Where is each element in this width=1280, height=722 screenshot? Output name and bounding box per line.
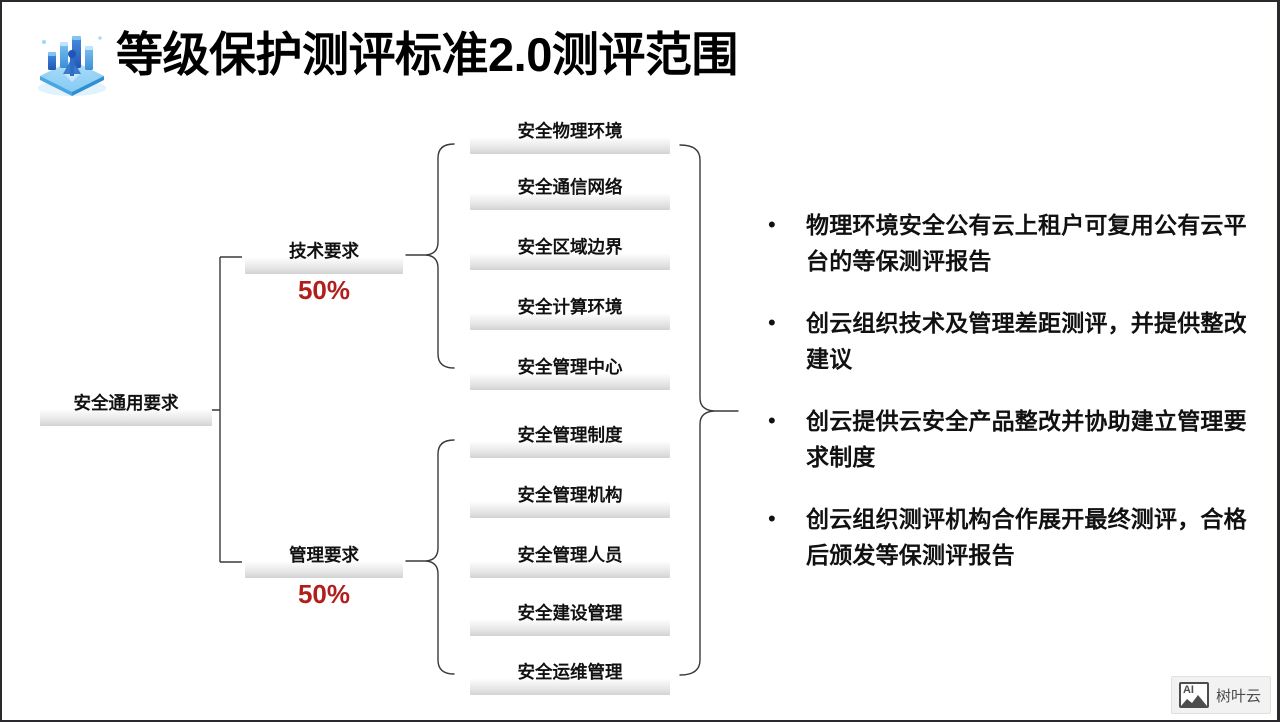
watermark: AI 树叶云: [1170, 676, 1271, 714]
node-leaf-label: 安全管理机构: [517, 485, 623, 505]
node-shelf: [470, 561, 670, 578]
bullet-marker-icon: •: [768, 408, 776, 433]
bullet-text: 创云组织测评机构合作展开最终测评，合格后颁发等保测评报告: [806, 506, 1247, 568]
node-shelf: [470, 441, 670, 458]
node-shelf: [470, 193, 670, 210]
page-title: 等级保护测评标准2.0测评范围: [116, 28, 738, 81]
bullet-text: 物理环境安全公有云上租户可复用公有云平台的等保测评报告: [806, 212, 1247, 274]
node-leaf-label: 安全物理环境: [517, 121, 623, 141]
node-leaf-label: 安全通信网络: [517, 177, 623, 197]
bullet-list: • 物理环境安全公有云上租户可复用公有云平台的等保测评报告 • 创云组织技术及管…: [764, 207, 1264, 599]
node-shelf: [470, 678, 670, 695]
node-shelf: [470, 501, 670, 518]
node-leaf-label: 安全区域边界: [517, 237, 623, 257]
node-branch-management-percent: 50%: [297, 579, 351, 609]
watermark-label: 树叶云: [1215, 687, 1261, 705]
list-item: • 创云组织技术及管理差距测评，并提供整改建议: [764, 305, 1264, 377]
node-shelf: [245, 257, 403, 274]
node-leaf-management-3[interactable]: 安全管理人员: [470, 544, 670, 578]
node-leaf-label: 安全运维管理: [517, 662, 623, 682]
node-shelf: [245, 561, 403, 578]
ai-icon-label: AI: [1182, 684, 1194, 696]
node-root[interactable]: 安全通用要求: [40, 392, 212, 426]
bullet-marker-icon: •: [768, 310, 776, 335]
node-branch-technical[interactable]: 技术要求 50%: [245, 240, 403, 305]
mindmap-diagram: 安全通用要求 技术要求 50% 管理要求 50% 安全物理环境 安全通信网络 安…: [2, 102, 782, 720]
bullet-text: 创云提供云安全产品整改并协助建立管理要求制度: [806, 408, 1247, 470]
isometric-cloud-city-icon: [28, 16, 116, 104]
node-shelf: [470, 619, 670, 636]
node-shelf: [470, 313, 670, 330]
list-item: • 创云提供云安全产品整改并协助建立管理要求制度: [764, 403, 1264, 475]
node-leaf-management-2[interactable]: 安全管理机构: [470, 484, 670, 518]
technical-brace: [405, 143, 455, 369]
node-leaf-management-1[interactable]: 安全管理制度: [470, 424, 670, 458]
node-branch-technical-label: 技术要求: [289, 241, 359, 261]
bullet-marker-icon: •: [768, 212, 776, 237]
list-item: • 物理环境安全公有云上租户可复用公有云平台的等保测评报告: [764, 207, 1264, 279]
node-branch-management-label: 管理要求: [289, 545, 359, 565]
node-leaf-technical-2[interactable]: 安全通信网络: [470, 176, 670, 210]
node-shelf: [470, 373, 670, 390]
bullet-marker-icon: •: [768, 506, 776, 531]
node-shelf: [470, 253, 670, 270]
slide-header: 等级保护测评标准2.0测评范围: [2, 2, 1277, 102]
list-item: • 创云组织测评机构合作展开最终测评，合格后颁发等保测评报告: [764, 501, 1264, 573]
node-branch-technical-percent: 50%: [297, 275, 351, 305]
node-shelf: [470, 137, 670, 154]
node-leaf-label: 安全管理中心: [517, 357, 623, 377]
node-branch-management[interactable]: 管理要求 50%: [245, 544, 403, 609]
node-leaf-technical-5[interactable]: 安全管理中心: [470, 356, 670, 390]
node-root-label: 安全通用要求: [73, 393, 179, 413]
node-leaf-technical-1[interactable]: 安全物理环境: [470, 120, 670, 154]
management-brace: [405, 439, 455, 675]
node-leaf-label: 安全建设管理: [517, 603, 623, 623]
bullet-text: 创云组织技术及管理差距测评，并提供整改建议: [806, 310, 1247, 372]
node-leaf-label: 安全计算环境: [517, 297, 623, 317]
ai-image-icon: AI: [1178, 682, 1209, 708]
node-leaf-technical-4[interactable]: 安全计算环境: [470, 296, 670, 330]
node-leaf-management-4[interactable]: 安全建设管理: [470, 602, 670, 636]
node-leaf-label: 安全管理人员: [517, 545, 623, 565]
node-leaf-management-5[interactable]: 安全运维管理: [470, 661, 670, 695]
all-items-right-brace: [679, 144, 739, 676]
node-leaf-label: 安全管理制度: [517, 425, 623, 445]
node-leaf-technical-3[interactable]: 安全区域边界: [470, 236, 670, 270]
node-shelf: [40, 409, 212, 426]
